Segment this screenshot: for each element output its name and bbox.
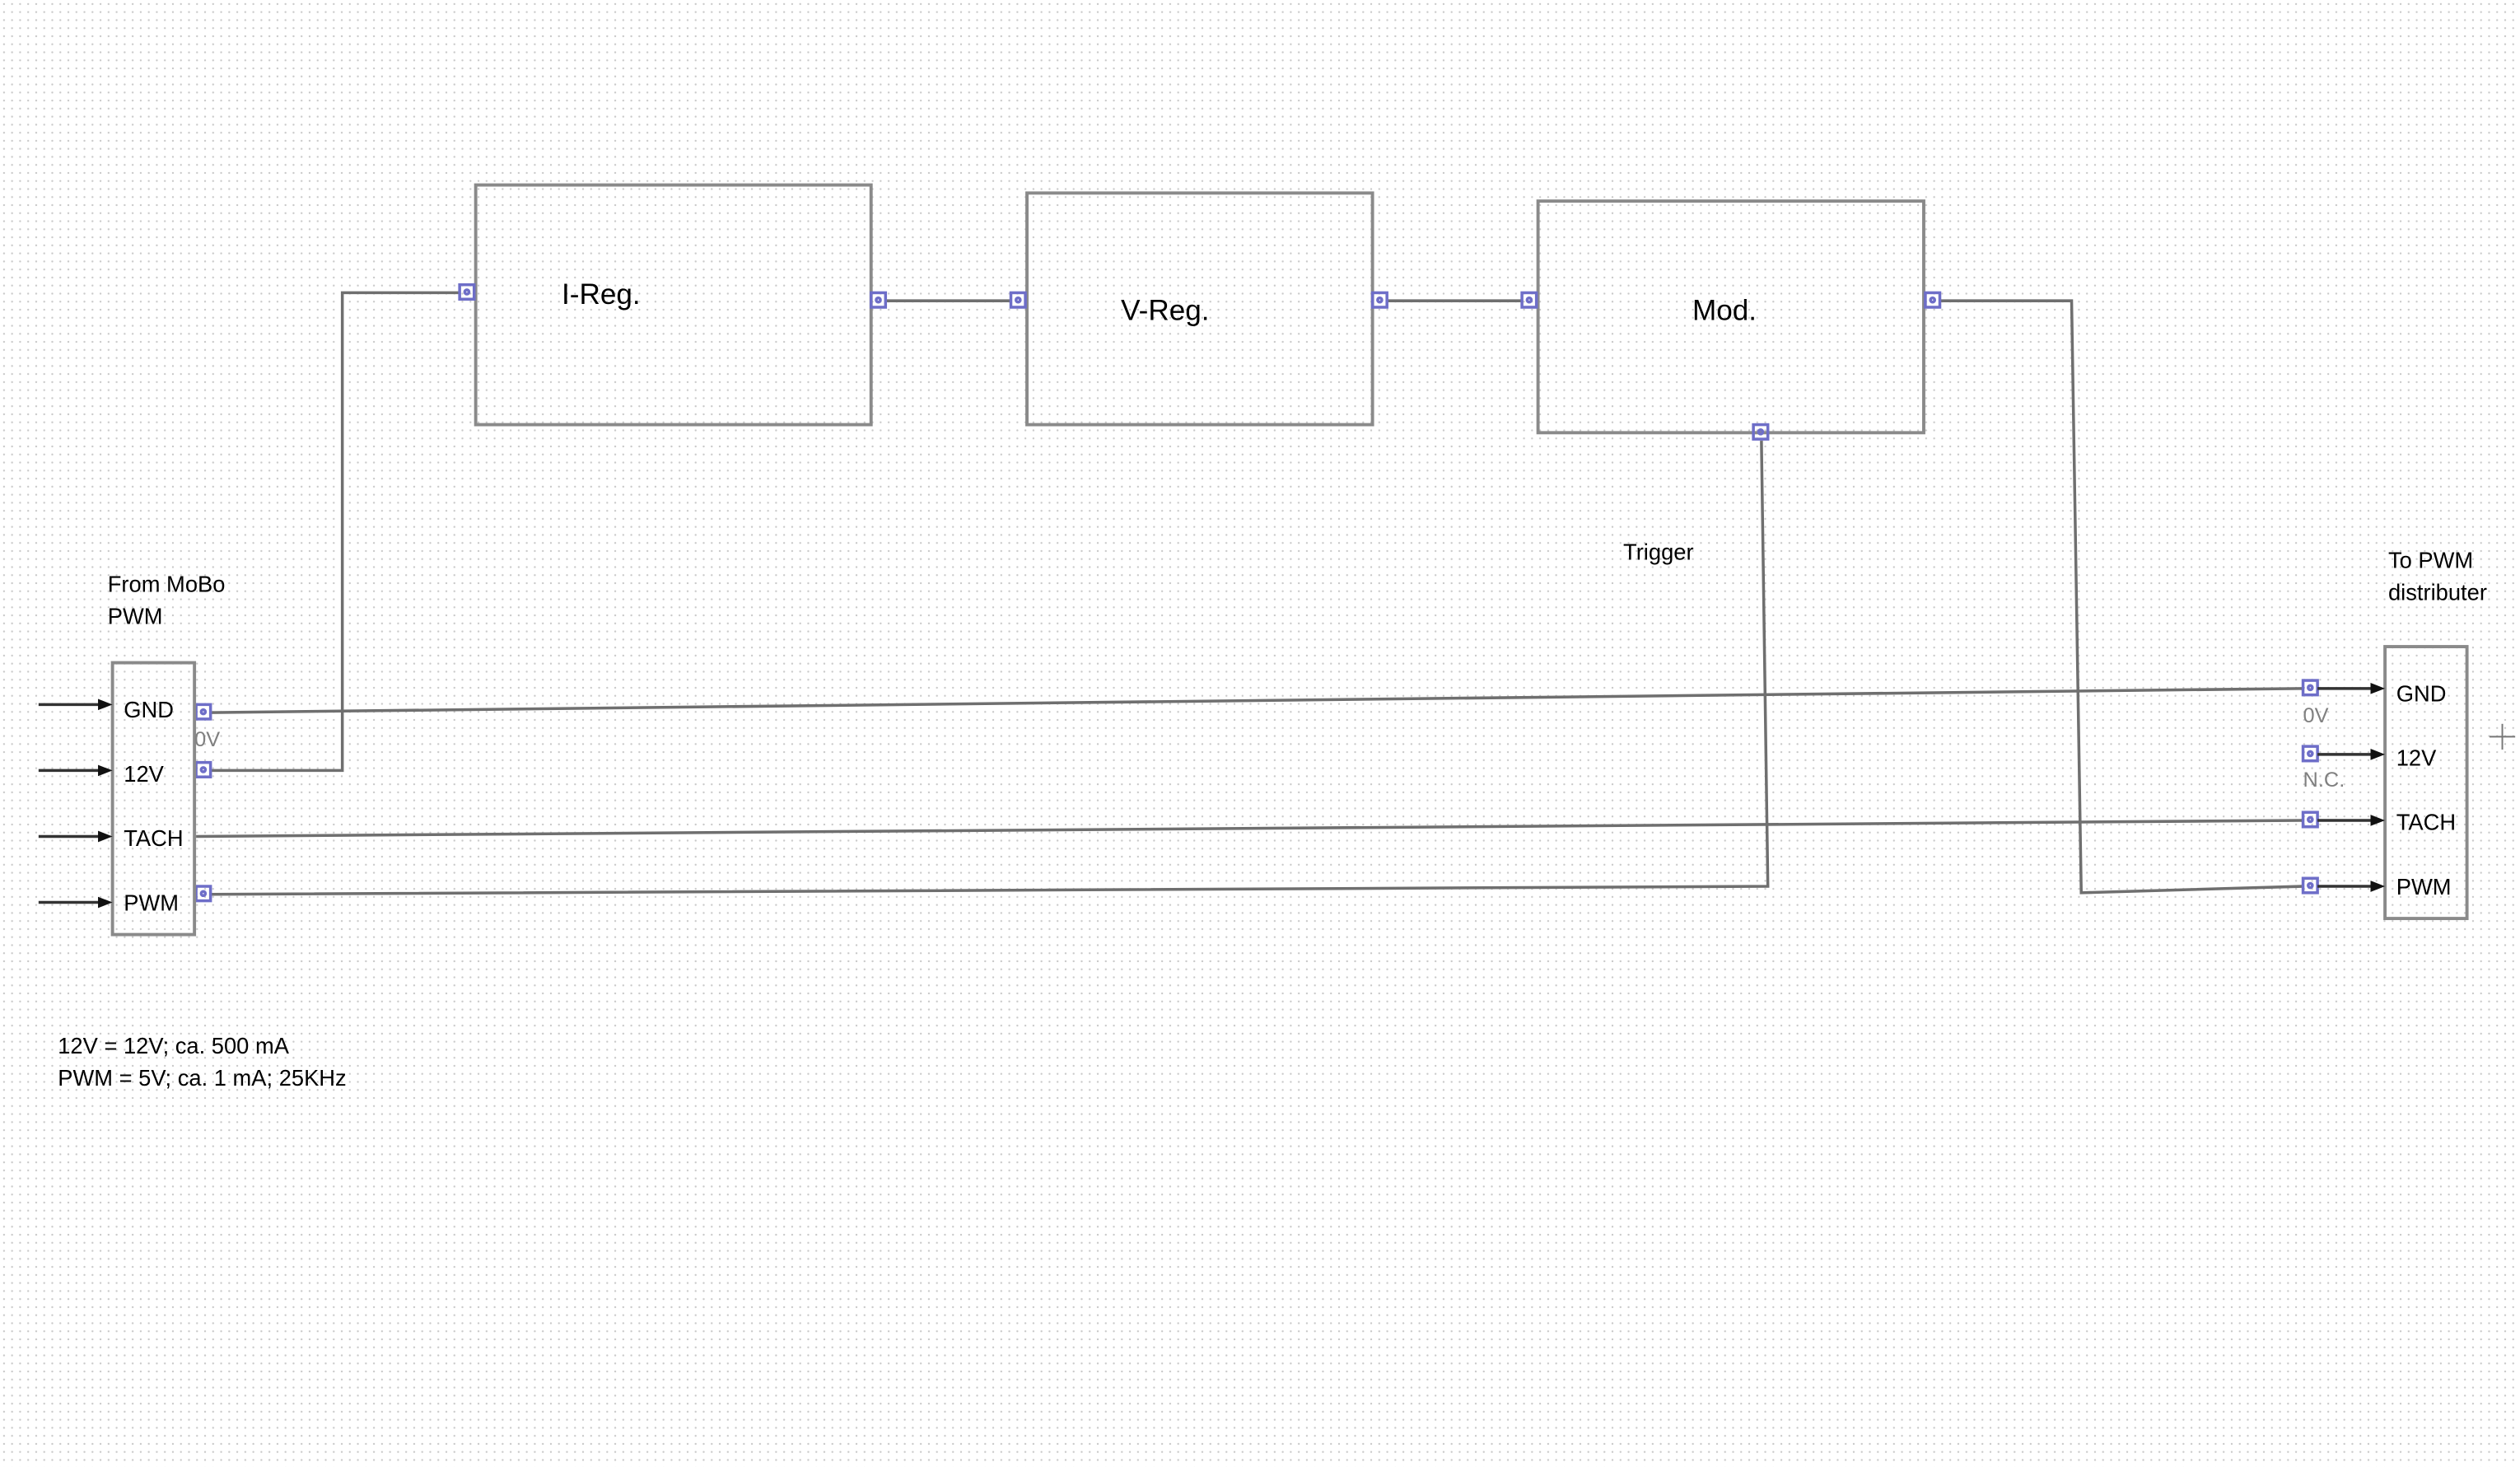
- src-pin-12v-label: 12V: [124, 761, 164, 787]
- wire-tach[interactable]: [196, 819, 2303, 839]
- mod-output-port[interactable]: [1924, 291, 1942, 309]
- dst-pin-pwm-label: PWM: [2396, 874, 2452, 899]
- wire-mod-to-pwm-out[interactable]: [1939, 299, 2303, 895]
- port-markers: [194, 283, 2319, 903]
- dst-tach-arrow-icon: [2370, 815, 2386, 826]
- dst-pwm-arrow-icon: [2370, 881, 2386, 892]
- source-title-line2: PWM: [108, 604, 163, 629]
- ireg-block[interactable]: I-Reg.: [474, 183, 873, 427]
- dest-title-line1: To PWM: [2388, 547, 2473, 572]
- src-pwm-arrow-icon: [98, 896, 113, 909]
- ireg-input-port[interactable]: [458, 283, 476, 301]
- dst-pin-gnd-label: GND: [2396, 680, 2447, 706]
- src-pwm-port[interactable]: [194, 885, 212, 903]
- dst-12v-annotation: N.C.: [2303, 769, 2345, 792]
- mod-box[interactable]: [1536, 199, 1925, 435]
- source-connector[interactable]: GND 12V TACH PWM 0V: [38, 661, 220, 937]
- dest-connector[interactable]: GND 12V TACH PWM 0V N.C.: [2303, 645, 2469, 921]
- spec-note-line2: PWM = 5V; ca. 1 mA; 25KHz: [58, 1065, 346, 1091]
- mod-input-port[interactable]: [1520, 291, 1538, 309]
- src-pin-gnd-label: GND: [124, 697, 174, 722]
- src-12v-arrow-icon: [98, 764, 113, 777]
- vreg-box[interactable]: [1025, 191, 1374, 427]
- ireg-box[interactable]: [474, 183, 873, 427]
- vreg-block[interactable]: V-Reg.: [1025, 191, 1374, 427]
- dst-gnd-annotation: 0V: [2303, 704, 2329, 727]
- dest-connector-box[interactable]: [2383, 645, 2469, 921]
- ireg-label: I-Reg.: [562, 278, 641, 311]
- src-tach-arrow-icon: [98, 830, 113, 843]
- trigger-label: Trigger: [1623, 540, 1694, 565]
- crosshair-cursor-icon: [2489, 723, 2516, 750]
- mod-trigger-port[interactable]: [1752, 423, 1770, 441]
- src-gnd-arrow-icon: [98, 698, 113, 711]
- vreg-label: V-Reg.: [1121, 295, 1209, 327]
- mod-block[interactable]: Mod.: [1536, 199, 1925, 435]
- dst-pin-12v-label: 12V: [2396, 745, 2437, 771]
- src-gnd-annotation: 0V: [194, 728, 220, 751]
- src-12v-port[interactable]: [194, 760, 212, 778]
- src-pin-tach-label: TACH: [124, 825, 183, 851]
- source-title-line1: From MoBo: [108, 572, 226, 597]
- dst-tach-port[interactable]: [2301, 811, 2319, 829]
- dst-gnd-port[interactable]: [2301, 679, 2319, 697]
- vreg-input-port[interactable]: [1009, 291, 1027, 309]
- dst-12v-arrow-icon: [2370, 749, 2386, 760]
- wire-12v-to-ireg[interactable]: [210, 291, 460, 773]
- vreg-output-port[interactable]: [1370, 291, 1388, 309]
- dst-pwm-port[interactable]: [2301, 876, 2319, 895]
- source-connector-box[interactable]: [110, 661, 197, 937]
- mod-label: Mod.: [1692, 295, 1757, 327]
- spec-note-line1: 12V = 12V; ca. 500 mA: [58, 1033, 289, 1058]
- dst-gnd-arrow-icon: [2370, 682, 2386, 694]
- src-pin-pwm-label: PWM: [124, 890, 179, 915]
- src-gnd-port[interactable]: [194, 703, 212, 721]
- ireg-output-port[interactable]: [869, 291, 888, 309]
- wire-pwm-to-trigger[interactable]: [210, 441, 1770, 896]
- dst-12v-port[interactable]: [2301, 745, 2319, 763]
- wires: [196, 291, 2303, 896]
- wire-gnd[interactable]: [210, 687, 2303, 714]
- dst-pin-tach-label: TACH: [2396, 810, 2456, 835]
- dest-title-line2: distributer: [2388, 579, 2487, 605]
